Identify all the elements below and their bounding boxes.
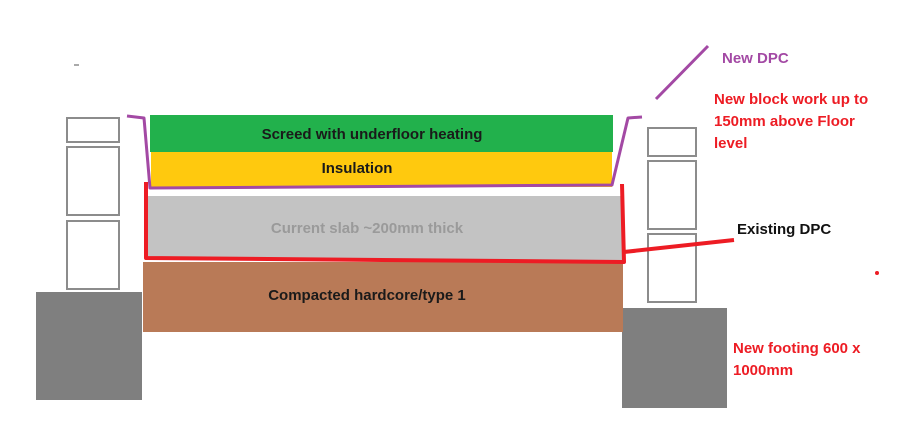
left-block-wall [66,117,120,290]
existing-dpc-annotation: Existing DPC [737,221,831,238]
stray-dot [875,271,879,275]
hardcore-label: Compacted hardcore/type 1 [268,287,466,304]
screed-label: Screed with underfloor heating [262,126,483,143]
new-dpc-annotation: New DPC [722,50,789,67]
hardcore-layer [143,262,623,332]
slab-layer [145,196,622,260]
slab-label: Current slab ~200mm thick [271,220,464,237]
new-dpc-line [126,114,643,190]
insulation-layer [151,152,612,187]
footing-annotation-line-1: New footing 600 x [733,340,861,357]
right-block-wall [647,127,697,303]
footing-annotation-line-2: 1000mm [733,362,793,379]
existing-dpc-line [144,182,735,264]
block-work-annotation-line-1: New block work up to [714,91,868,108]
insulation-label: Insulation [322,160,393,177]
new-dpc-pointer [654,44,710,101]
block-work-annotation-line-2: 150mm above Floor [714,113,855,130]
screed-layer [150,115,613,152]
block-work-annotation-line-3: level [714,135,747,152]
left-footing [36,292,142,400]
right-footing [622,308,727,408]
